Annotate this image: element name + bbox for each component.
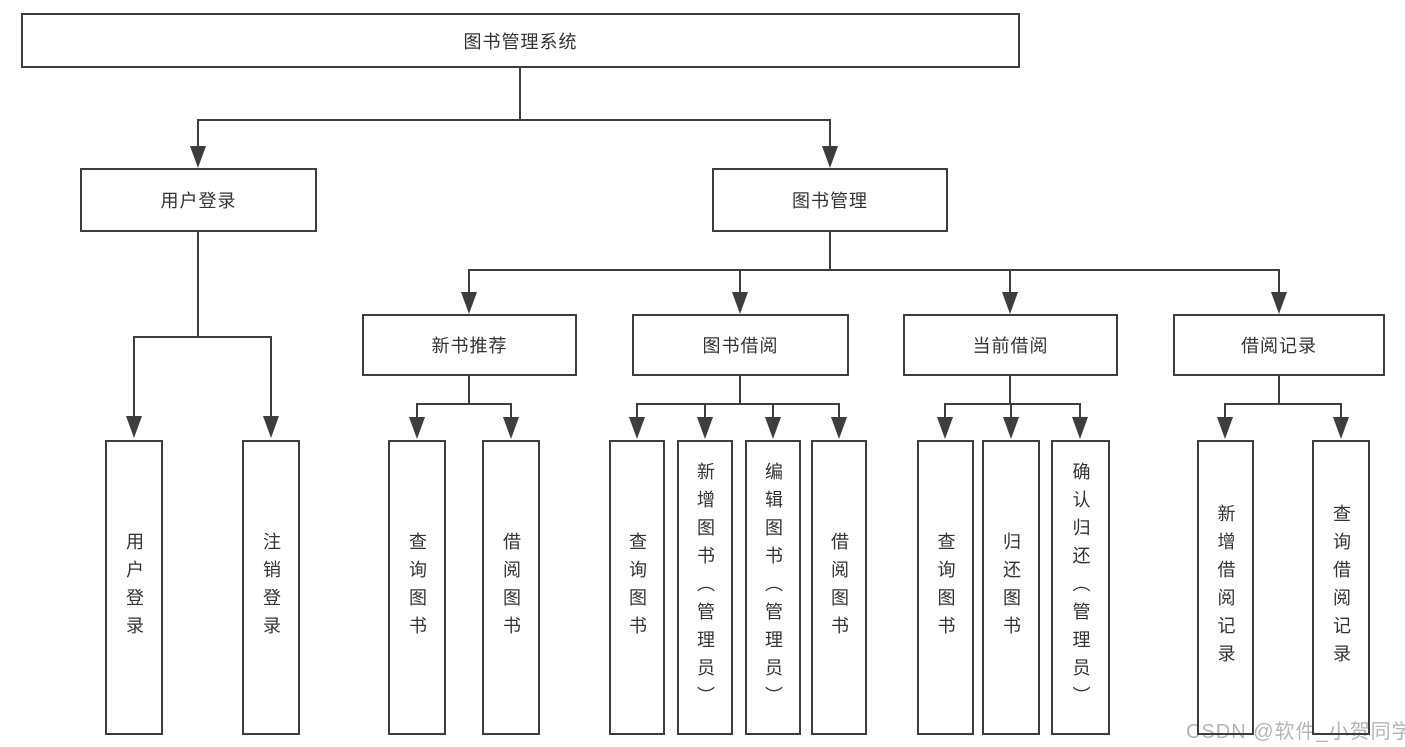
- arrow-down-icon: [461, 292, 477, 314]
- arrow-down-icon: [1217, 417, 1233, 439]
- csdn-watermark: CSDN @软件_小贺同学: [1186, 721, 1405, 743]
- node-borrow-records-label: 借阅记录: [1241, 336, 1317, 356]
- leaf-logout-label: 注销登录: [261, 531, 281, 644]
- connector-records-stem: [1278, 376, 1280, 405]
- node-borrow-records: 借阅记录: [1173, 314, 1385, 376]
- connector-borrow-drop-3: [772, 403, 774, 421]
- arrow-down-icon: [1003, 417, 1019, 439]
- leaf-query-books-borrow-label: 查询图书: [627, 531, 647, 644]
- leaf-add-books-admin: 新增图书（管理员）: [677, 440, 733, 735]
- connector-userlogin-drop-2: [270, 336, 272, 420]
- connector-bookmgmt-stem: [829, 232, 831, 271]
- connector-bookmgmt-drop-2: [739, 269, 741, 297]
- node-user-login: 用户登录: [80, 168, 317, 232]
- connector-current-drop-2: [1010, 403, 1012, 421]
- leaf-borrow-books-recommend-label: 借阅图书: [501, 531, 521, 644]
- connector-current-drop-3: [1079, 403, 1081, 421]
- arrow-down-icon: [822, 146, 838, 168]
- connector-newbooks-drop-1: [416, 403, 418, 421]
- connector-current-bar: [944, 403, 1081, 405]
- connector-current-drop-1: [944, 403, 946, 421]
- node-book-management-label: 图书管理: [792, 191, 868, 211]
- connector-userlogin-stem: [197, 232, 199, 338]
- arrow-down-icon: [1271, 292, 1287, 314]
- leaf-query-books-recommend-label: 查询图书: [407, 531, 427, 644]
- leaf-add-books-admin-label: 新增图书（管理员）: [695, 461, 715, 714]
- connector-newbooks-stem: [468, 376, 470, 405]
- leaf-query-books-current-label: 查询图书: [935, 531, 956, 644]
- connector-root-bar: [197, 119, 831, 121]
- connector-borrow-stem: [739, 376, 741, 405]
- leaf-user-login-label: 用户登录: [124, 531, 144, 644]
- leaf-query-borrow-record-label: 查询借阅记录: [1331, 503, 1351, 672]
- leaf-edit-books-admin: 编辑图书（管理员）: [745, 440, 801, 735]
- arrow-down-icon: [190, 146, 206, 168]
- connector-borrow-drop-2: [704, 403, 706, 421]
- leaf-confirm-return-admin: 确认归还（管理员）: [1051, 440, 1110, 735]
- arrow-down-icon: [503, 417, 519, 439]
- connector-records-drop-2: [1340, 403, 1342, 421]
- connector-borrow-bar: [636, 403, 840, 405]
- arrow-down-icon: [1333, 417, 1349, 439]
- node-current-borrow: 当前借阅: [903, 314, 1118, 376]
- node-new-book-recommend-label: 新书推荐: [431, 336, 508, 356]
- arrow-down-icon: [126, 416, 142, 438]
- node-root-label: 图书管理系统: [463, 31, 578, 52]
- leaf-query-borrow-record: 查询借阅记录: [1312, 440, 1370, 735]
- arrow-down-icon: [765, 417, 781, 439]
- node-new-book-recommend: 新书推荐: [362, 314, 577, 376]
- connector-bookmgmt-bar: [468, 269, 1280, 271]
- arrow-down-icon: [937, 417, 953, 439]
- connector-bookmgmt-drop-4: [1278, 269, 1280, 297]
- leaf-query-books-current: 查询图书: [917, 440, 974, 735]
- leaf-borrow-books-recommend: 借阅图书: [482, 440, 540, 735]
- arrow-down-icon: [831, 417, 847, 439]
- leaf-user-login: 用户登录: [105, 440, 163, 735]
- arrow-down-icon: [1072, 417, 1088, 439]
- arrow-down-icon: [697, 417, 713, 439]
- connector-bookmgmt-drop-1: [468, 269, 470, 297]
- leaf-edit-books-admin-label: 编辑图书（管理员）: [763, 461, 783, 714]
- leaf-borrow-books-label: 借阅图书: [829, 531, 849, 644]
- leaf-query-books-recommend: 查询图书: [388, 440, 446, 735]
- arrow-down-icon: [629, 417, 645, 439]
- leaf-return-books: 归还图书: [982, 440, 1040, 735]
- connector-records-drop-1: [1224, 403, 1226, 421]
- node-current-borrow-label: 当前借阅: [972, 336, 1049, 356]
- leaf-add-borrow-record: 新增借阅记录: [1197, 440, 1254, 735]
- arrow-down-icon: [263, 416, 279, 438]
- connector-root-drop-left: [197, 119, 199, 149]
- connector-newbooks-bar: [416, 403, 512, 405]
- node-book-management: 图书管理: [712, 168, 948, 232]
- connector-borrow-drop-4: [838, 403, 840, 421]
- connector-root-stem: [519, 68, 521, 121]
- connector-root-drop-right: [829, 119, 831, 149]
- leaf-query-books-borrow: 查询图书: [609, 440, 665, 735]
- connector-userlogin-drop-1: [133, 336, 135, 420]
- connector-bookmgmt-drop-3: [1009, 269, 1011, 297]
- connector-newbooks-drop-2: [510, 403, 512, 421]
- node-root: 图书管理系统: [21, 13, 1020, 68]
- arrow-down-icon: [732, 292, 748, 314]
- leaf-confirm-return-admin-label: 确认归还（管理员）: [1070, 461, 1091, 714]
- node-user-login-label: 用户登录: [160, 191, 237, 211]
- arrow-down-icon: [1002, 292, 1018, 314]
- connector-records-bar: [1224, 403, 1342, 405]
- node-book-borrow-label: 图书借阅: [702, 336, 779, 356]
- connector-userlogin-bar: [133, 336, 272, 338]
- leaf-borrow-books: 借阅图书: [811, 440, 867, 735]
- leaf-return-books-label: 归还图书: [1001, 531, 1021, 644]
- connector-current-stem: [1009, 376, 1011, 405]
- connector-borrow-drop-1: [636, 403, 638, 421]
- leaf-add-borrow-record-label: 新增借阅记录: [1215, 503, 1236, 672]
- arrow-down-icon: [409, 417, 425, 439]
- leaf-logout: 注销登录: [242, 440, 300, 735]
- node-book-borrow: 图书借阅: [632, 314, 849, 376]
